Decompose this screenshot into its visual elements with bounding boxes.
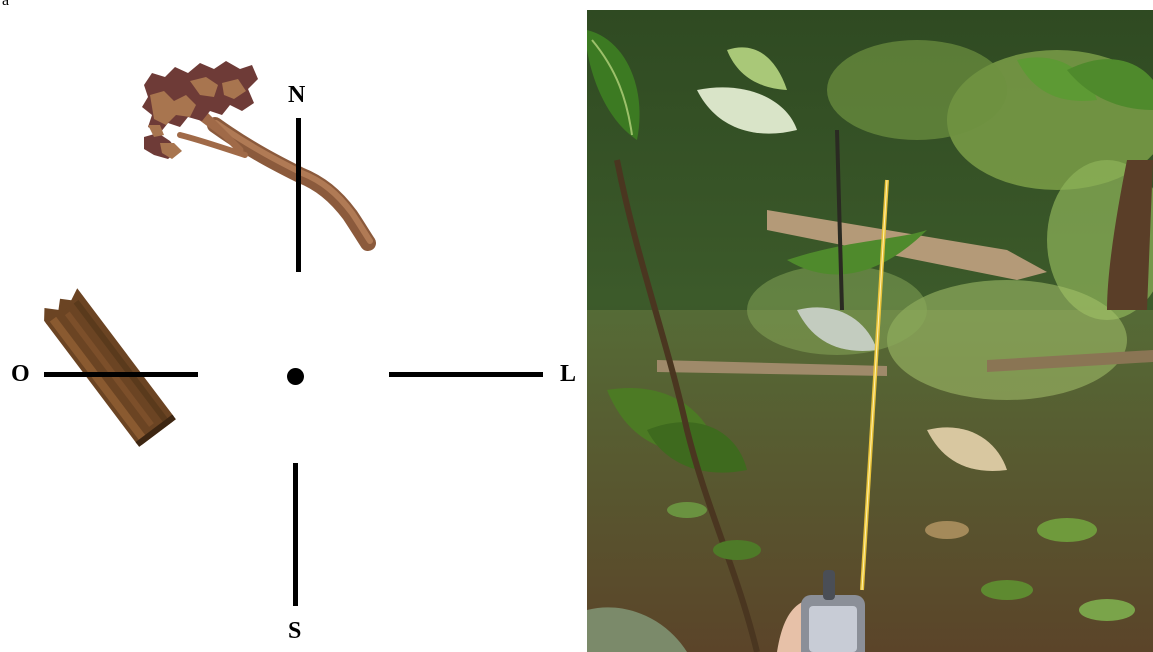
forest-photo	[587, 10, 1153, 652]
west-axis	[44, 372, 198, 377]
log-icon	[25, 285, 195, 455]
panel-tag: a	[2, 0, 9, 10]
forest-scene-image	[587, 10, 1153, 652]
west-label: O	[11, 362, 30, 386]
north-label: N	[288, 83, 305, 107]
south-axis	[293, 463, 298, 606]
east-axis	[389, 372, 543, 377]
center-point	[287, 368, 304, 385]
east-label: L	[560, 362, 576, 386]
fallen-tree-icon	[130, 55, 390, 255]
north-axis	[296, 118, 301, 272]
south-label: S	[288, 619, 301, 643]
